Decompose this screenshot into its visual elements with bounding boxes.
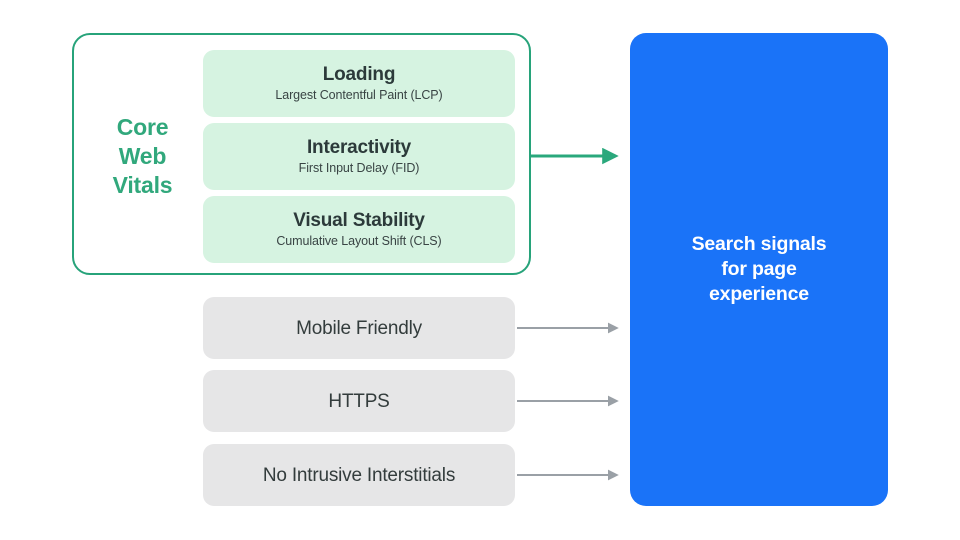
metric-subtitle: First Input Delay (FID) [298, 161, 420, 175]
metric-title: Visual Stability [293, 210, 425, 231]
signal-card-https: HTTPS [203, 370, 515, 432]
search-signals-panel: Search signals for page experience [630, 33, 888, 506]
metric-card-visual-stability: Visual Stability Cumulative Layout Shift… [203, 196, 515, 263]
signal-label: Mobile Friendly [296, 317, 422, 339]
signal-label: HTTPS [328, 390, 390, 412]
signal-label: No Intrusive Interstitials [262, 464, 456, 486]
search-signals-label: Search signals for page experience [691, 233, 827, 305]
signal-card-mobile-friendly: Mobile Friendly [203, 297, 515, 359]
core-web-vitals-group [72, 33, 531, 275]
metric-title: Interactivity [306, 137, 412, 158]
metric-subtitle: Largest Contentful Paint (LCP) [275, 88, 443, 102]
metric-card-interactivity: Interactivity First Input Delay (FID) [203, 123, 515, 190]
core-web-vitals-label: Core Web Vitals [112, 114, 173, 198]
signal-card-no-intrusive-interstitials: No Intrusive Interstitials [203, 444, 515, 506]
metric-title: Loading [322, 64, 396, 85]
metric-subtitle: Cumulative Layout Shift (CLS) [276, 234, 442, 248]
metric-card-loading: Loading Largest Contentful Paint (LCP) [203, 50, 515, 117]
